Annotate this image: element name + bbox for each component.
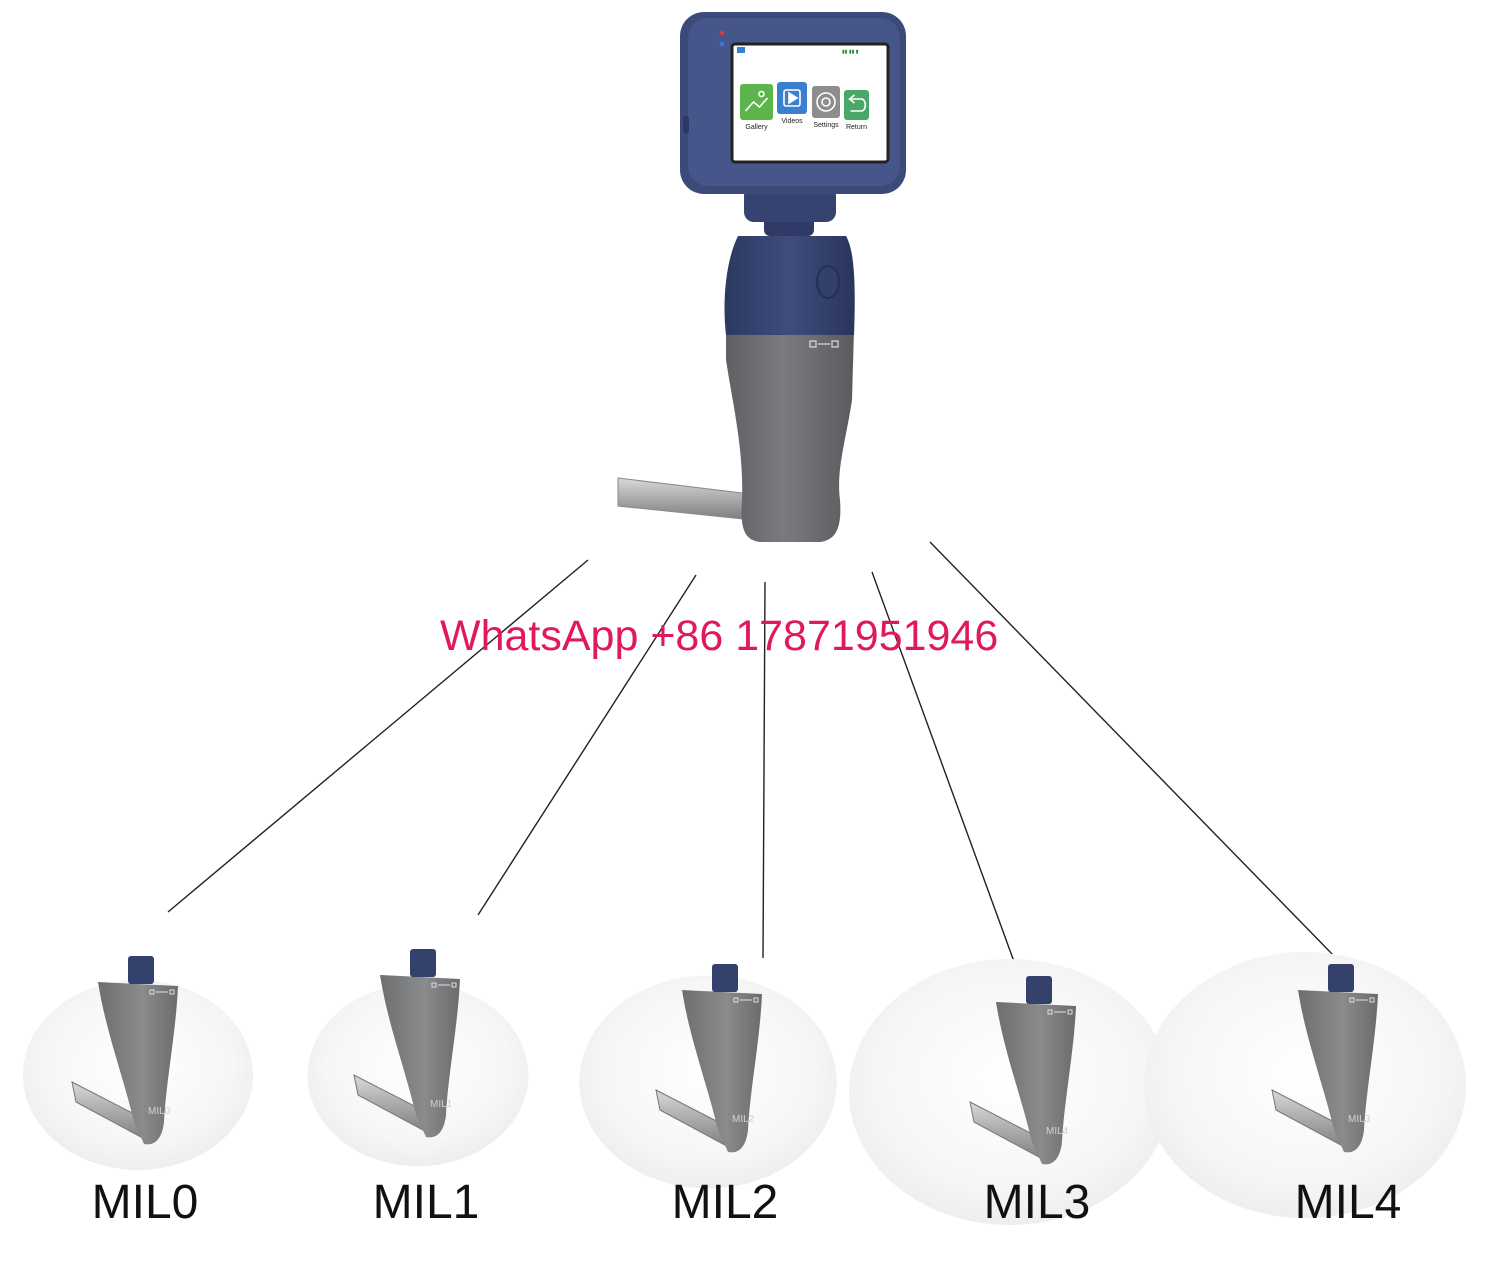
blade-lock-icon: [149, 989, 175, 995]
app-label-settings: Settings: [813, 122, 839, 129]
gallery-icon: [744, 90, 769, 112]
connector-lines: [167, 541, 1337, 979]
blade-connector-cap: [128, 956, 154, 984]
blade-body: [380, 975, 460, 1138]
return-arrow-icon: [848, 94, 867, 112]
blade-halo: [849, 959, 1171, 1225]
blade-lock-icon: [1047, 1009, 1073, 1015]
blade-label-mil3: MIL3: [984, 1176, 1091, 1229]
play-icon: [783, 89, 801, 107]
app-tile-return: Return: [844, 90, 869, 131]
blade-body: [996, 1002, 1076, 1165]
blade-lock-icon: [733, 997, 759, 1003]
blade-body: [98, 982, 178, 1145]
blade-connector-cap: [1026, 976, 1052, 1004]
monitor-screen: [730, 42, 890, 164]
handle-blade-stub: [617, 477, 753, 521]
blade-body: [682, 990, 762, 1153]
handle-grip-lower: [726, 330, 854, 542]
blade-engraving: MIL2: [732, 1114, 755, 1125]
app-label-videos: Videos: [781, 118, 803, 125]
blade-label-mil0: MIL0: [92, 1176, 199, 1229]
gear-icon: [816, 92, 836, 112]
connector-line-mil2: [762, 581, 766, 959]
side-button: [683, 116, 689, 134]
app-tile-gallery: Gallery: [740, 84, 773, 131]
blade-lock-icon: [1349, 997, 1375, 1003]
app-label-gallery: Gallery: [745, 124, 768, 131]
power-button-icon: [816, 265, 840, 299]
blade-lock-icon: [431, 982, 457, 988]
connector-line-mil0: [167, 559, 589, 913]
led-blue-icon: [719, 41, 725, 47]
contact-text: WhatsApp +86 17871951946: [440, 612, 998, 660]
blade-connector-cap: [410, 949, 436, 977]
blade-connector-cap: [1328, 964, 1354, 992]
screen-status-text: ▮▮ ▮▮ ▮: [842, 49, 859, 55]
blade-engraving: MIL0: [148, 1106, 171, 1117]
blade-engraving: MIL3: [1348, 1114, 1371, 1125]
blade-connector-cap: [712, 964, 738, 992]
connector-line-mil1: [477, 574, 697, 916]
app-tile-settings: Settings: [812, 86, 840, 129]
blade-label-mil1: MIL1: [373, 1176, 480, 1229]
blade-body: [1298, 990, 1378, 1153]
blade-engraving: MIL1: [430, 1099, 453, 1110]
connector-line-mil4: [929, 541, 1337, 959]
blade-halo: [1144, 952, 1466, 1218]
connector-line-mil3: [871, 571, 1021, 979]
blade-label-mil2: MIL2: [672, 1176, 779, 1229]
led-red-icon: [719, 30, 725, 36]
app-label-return: Return: [846, 124, 867, 131]
lock-marking-icon: [809, 340, 839, 348]
app-tile-videos: Videos: [777, 82, 807, 125]
blade-engraving: MIL4: [1046, 1126, 1069, 1137]
handle-grip-upper: [724, 236, 855, 335]
blade-label-mil4: MIL4: [1295, 1176, 1402, 1229]
